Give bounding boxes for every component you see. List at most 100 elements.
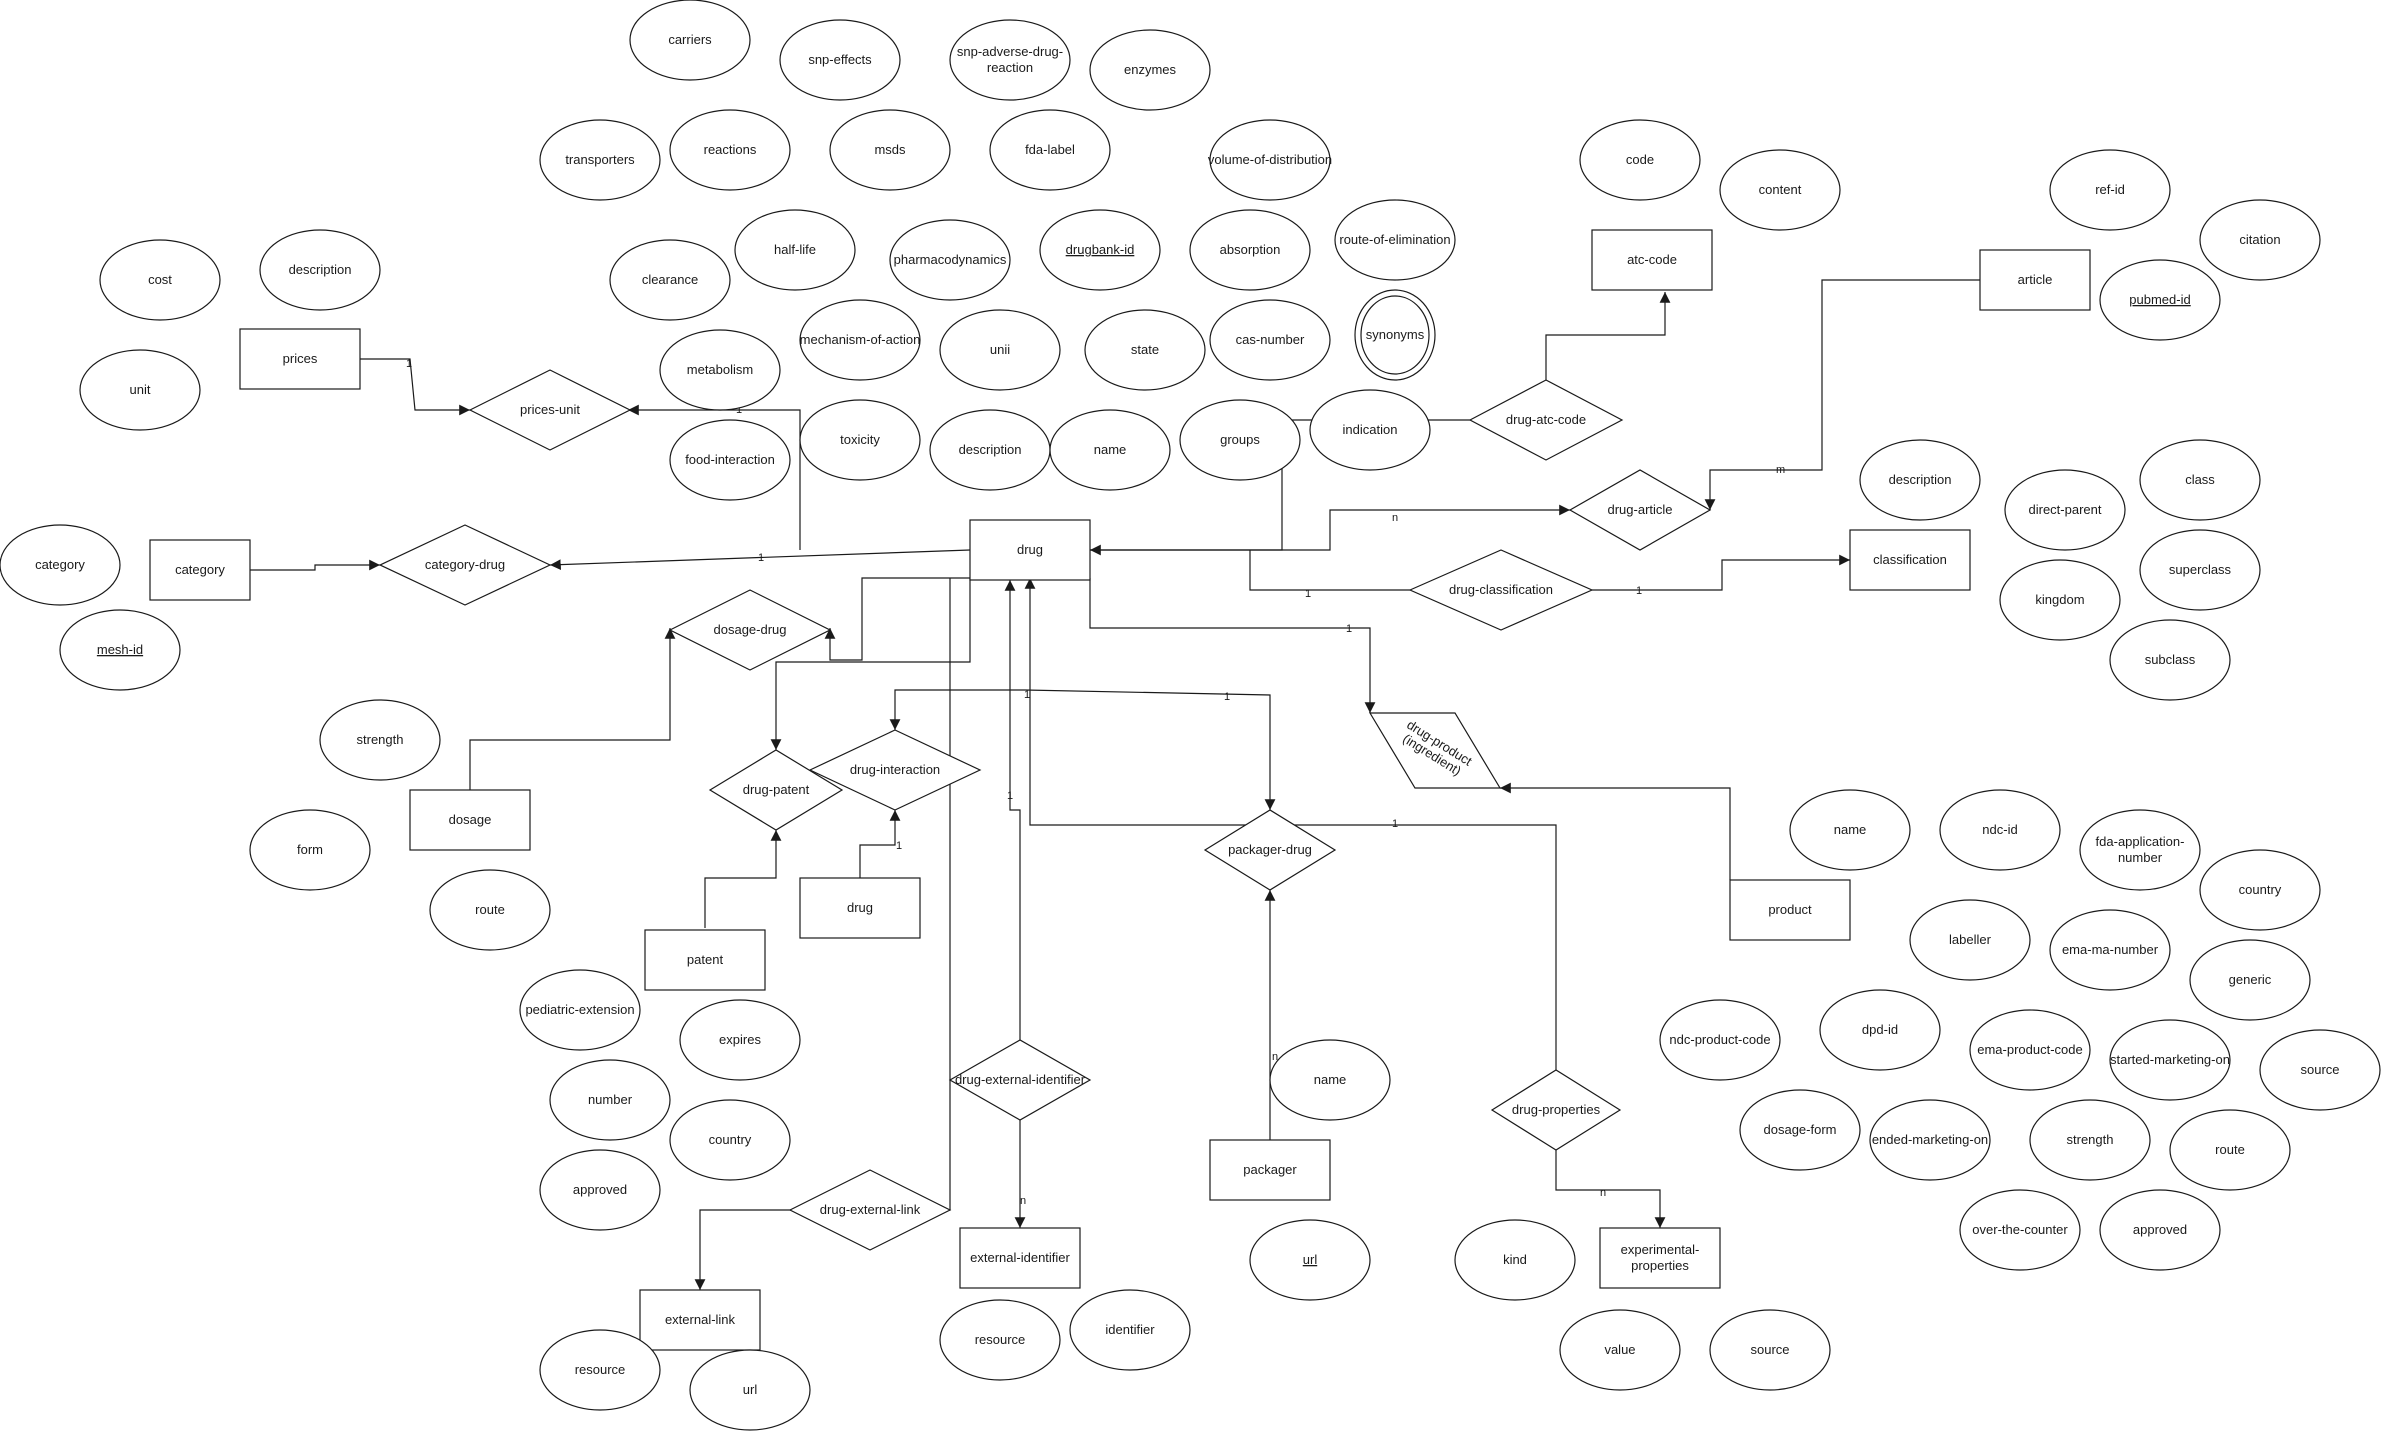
attr-country[interactable]: country (669, 1099, 791, 1181)
attr-expires[interactable]: expires (679, 999, 801, 1081)
attr-form[interactable]: form (249, 809, 371, 891)
attr-fda-application-number[interactable]: fda-application-number (2079, 809, 2201, 891)
attr-started-marketing-on[interactable]: started-marketing-on (2109, 1019, 2231, 1101)
rel-drug-interaction[interactable]: drug-interaction (808, 729, 982, 811)
attr-class[interactable]: class (2139, 439, 2261, 521)
attr-unii[interactable]: unii (939, 309, 1061, 391)
rel-dosage-drug[interactable]: dosage-drug (668, 589, 832, 671)
attr-strength[interactable]: strength (319, 699, 441, 781)
attr-content[interactable]: content (1719, 149, 1841, 231)
attr-half-life[interactable]: half-life (734, 209, 856, 291)
attr-direct-parent[interactable]: direct-parent (2004, 469, 2126, 551)
attr-number[interactable]: number (549, 1059, 671, 1141)
attr-transporters[interactable]: transporters (539, 119, 661, 201)
entity-experimental-properties[interactable]: experimental- properties (1599, 1227, 1721, 1289)
attr-subclass[interactable]: subclass (2109, 619, 2231, 701)
attr-dosage-form[interactable]: dosage-form (1739, 1089, 1861, 1171)
rel-drug-article[interactable]: drug-article (1568, 469, 1712, 551)
attr-generic[interactable]: generic (2189, 939, 2311, 1021)
attr-groups[interactable]: groups (1179, 399, 1301, 481)
entity-packager[interactable]: packager (1209, 1139, 1331, 1201)
attr-cas-number[interactable]: cas-number (1209, 299, 1331, 381)
attr-class-description[interactable]: description (1859, 439, 1981, 521)
attr-toxicity[interactable]: toxicity (799, 399, 921, 481)
attr-over-the-counter[interactable]: over-the-counter (1959, 1189, 2081, 1271)
entity-drug-secondary[interactable]: drug (799, 877, 921, 939)
entity-product[interactable]: product (1729, 879, 1851, 941)
rel-drug-classification[interactable]: drug-classification (1408, 549, 1594, 631)
attr-fda-label[interactable]: fda-label (989, 109, 1111, 191)
attr-product-country[interactable]: country (2199, 849, 2321, 931)
attr-packager-name[interactable]: name (1269, 1039, 1391, 1121)
attr-unit[interactable]: unit (79, 349, 201, 431)
rel-drug-external-link[interactable]: drug-external-link (788, 1169, 952, 1251)
attr-clearance[interactable]: clearance (609, 239, 731, 321)
entity-classification[interactable]: classification (1849, 529, 1971, 591)
attr-source[interactable]: source (1709, 1309, 1831, 1391)
entity-article[interactable]: article (1979, 249, 2091, 311)
attr-product-strength[interactable]: strength (2029, 1099, 2151, 1181)
attr-kind[interactable]: kind (1454, 1219, 1576, 1301)
attr-ndc-product-code[interactable]: ndc-product-code (1659, 999, 1781, 1081)
rel-drug-external-identifier[interactable]: drug-external-identifier (948, 1039, 1092, 1121)
attr-category[interactable]: category (0, 524, 121, 606)
attr-metabolism[interactable]: metabolism (659, 329, 781, 411)
attr-dpd-id[interactable]: dpd-id (1819, 989, 1941, 1071)
entity-patent[interactable]: patent (644, 929, 766, 991)
attr-synonyms[interactable]: synonyms (1354, 289, 1436, 381)
attr-drugbank-id[interactable]: drugbank-id (1039, 209, 1161, 291)
attr-snp-adverse-drug-reaction[interactable]: snp-adverse-drug-reaction (949, 19, 1071, 101)
entity-external-identifier[interactable]: external-identifier (959, 1227, 1081, 1289)
attr-volume-of-distribution[interactable]: volume-of-distribution (1208, 119, 1332, 201)
rel-packager-drug[interactable]: packager-drug (1203, 809, 1337, 891)
attr-approved[interactable]: approved (539, 1149, 661, 1231)
attr-identifier[interactable]: identifier (1069, 1289, 1191, 1371)
attr-enzymes[interactable]: enzymes (1089, 29, 1211, 111)
attr-absorption[interactable]: absorption (1189, 209, 1311, 291)
attr-product-approved[interactable]: approved (2099, 1189, 2221, 1271)
attr-indication[interactable]: indication (1309, 389, 1431, 471)
attr-ndc-id[interactable]: ndc-id (1939, 789, 2061, 871)
rel-prices-unit[interactable]: prices-unit (468, 369, 632, 451)
attr-pharmacodynamics[interactable]: pharmacodynamics (889, 219, 1011, 301)
rel-category-drug[interactable]: category-drug (378, 524, 552, 606)
attr-packager-url[interactable]: url (1249, 1219, 1371, 1301)
attr-ref-id[interactable]: ref-id (2049, 149, 2171, 231)
attr-kingdom[interactable]: kingdom (1999, 559, 2121, 641)
attr-product-route[interactable]: route (2169, 1109, 2291, 1191)
attr-prices-description[interactable]: description (259, 229, 381, 311)
entity-prices[interactable]: prices (239, 328, 361, 390)
attr-link-url[interactable]: url (689, 1349, 811, 1431)
entity-drug[interactable]: drug (969, 519, 1091, 581)
attr-superclass[interactable]: superclass (2139, 529, 2261, 611)
rel-drug-product[interactable]: drug-product (ingredient) (1368, 712, 1502, 789)
attr-product-name[interactable]: name (1789, 789, 1911, 871)
attr-value[interactable]: value (1559, 1309, 1681, 1391)
attr-route[interactable]: route (429, 869, 551, 951)
attr-pediatric-extension[interactable]: pediatric-extension (519, 969, 641, 1051)
entity-atc-code[interactable]: atc-code (1591, 229, 1713, 291)
rel-drug-atc-code[interactable]: drug-atc-code (1468, 379, 1624, 461)
attr-code[interactable]: code (1579, 119, 1701, 201)
rel-drug-properties[interactable]: drug-properties (1490, 1069, 1622, 1151)
attr-ema-ma-number[interactable]: ema-ma-number (2049, 909, 2171, 991)
attr-ident-resource[interactable]: resource (939, 1299, 1061, 1381)
attr-product-source[interactable]: source (2259, 1029, 2381, 1111)
attr-drug-description[interactable]: description (929, 409, 1051, 491)
entity-external-link[interactable]: external-link (639, 1289, 761, 1351)
attr-snp-effects[interactable]: snp-effects (779, 19, 901, 101)
attr-route-of-elimination[interactable]: route-of-elimination (1334, 199, 1456, 281)
attr-pubmed-id[interactable]: pubmed-id (2099, 259, 2221, 341)
attr-cost[interactable]: cost (99, 239, 221, 321)
attr-mechanism-of-action[interactable]: mechanism-of-action (799, 299, 921, 381)
attr-ema-product-code[interactable]: ema-product-code (1969, 1009, 2091, 1091)
entity-dosage[interactable]: dosage (409, 789, 531, 851)
attr-ended-marketing-on[interactable]: ended-marketing-on (1869, 1099, 1991, 1181)
entity-category[interactable]: category (149, 539, 251, 601)
attr-labeller[interactable]: labeller (1909, 899, 2031, 981)
attr-link-resource[interactable]: resource (539, 1329, 661, 1411)
attr-msds[interactable]: msds (829, 109, 951, 191)
rel-drug-patent[interactable]: drug-patent (708, 749, 844, 831)
attr-citation[interactable]: citation (2199, 199, 2321, 281)
attr-reactions[interactable]: reactions (669, 109, 791, 191)
